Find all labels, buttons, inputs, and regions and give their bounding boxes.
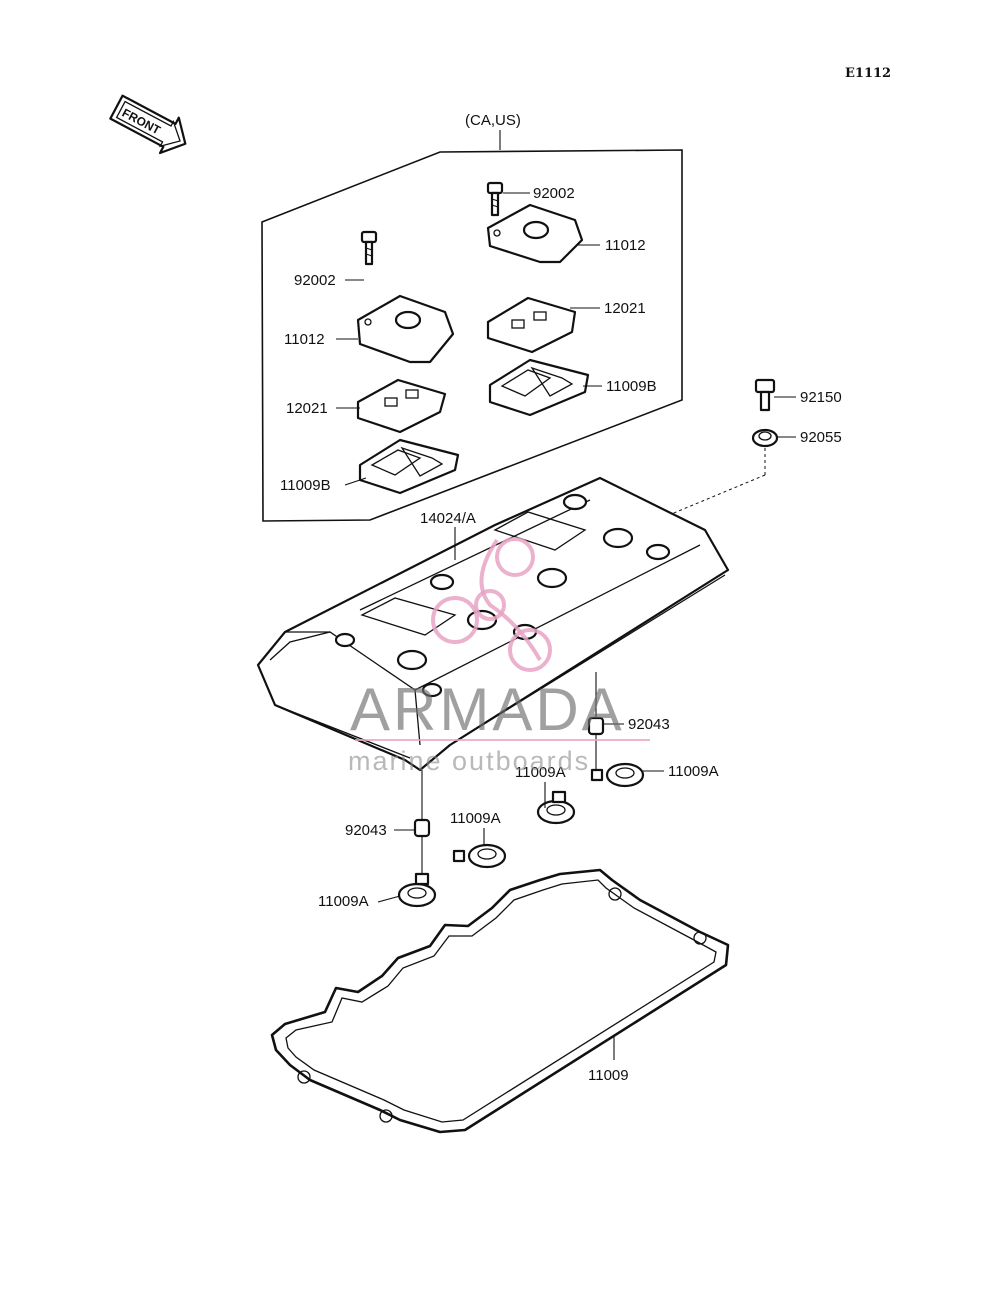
callout-92055: 92055 (800, 429, 842, 446)
watermark-brand: ARMADA (350, 676, 625, 743)
breather-cover-11012-left (356, 294, 455, 364)
washer-11009a-left (397, 872, 437, 908)
callout-92043-left: 92043 (345, 822, 387, 839)
callout-11009b-left: 11009B (280, 477, 331, 494)
callout-14024: 14024/A (420, 510, 476, 527)
gasket-11009b-right (488, 358, 590, 417)
callout-92150: 92150 (800, 389, 842, 406)
bolt-92150 (754, 378, 776, 412)
callout-12021-right: 12021 (604, 300, 646, 317)
callout-11009a-right: 11009A (668, 763, 719, 780)
callout-11009: 11009 (588, 1067, 629, 1084)
watermark-tagline: marine outboards (348, 746, 590, 776)
watermark-logo-icon (431, 537, 552, 672)
group-label: (CA,US) (465, 112, 521, 129)
callout-92043-right: 92043 (628, 716, 670, 733)
callout-11009a-lower: 11009A (450, 810, 501, 827)
front-arrow-icon: FRONT (109, 94, 187, 155)
grommet-92043-left (413, 818, 431, 838)
callout-92002-left: 92002 (294, 272, 336, 289)
washer-11009a-right (590, 762, 645, 788)
gasket-12021-right (486, 296, 577, 354)
washer-92055 (751, 428, 779, 448)
leader-11009b-left (344, 477, 367, 486)
group-box (261, 149, 683, 522)
reference-code: E1112 (845, 66, 891, 81)
washer-11009a-center (536, 790, 576, 825)
callout-92002-right: 92002 (533, 185, 575, 202)
callout-12021-left: 12021 (286, 400, 328, 417)
callout-11012-left: 11012 (284, 331, 325, 348)
callout-11012-right: 11012 (605, 237, 646, 254)
cylinder-head-cover-14024 (256, 476, 730, 772)
gasket-12021-left (356, 378, 447, 434)
gasket-11009b-left (358, 438, 460, 495)
head-cover-gasket-11009 (270, 868, 730, 1134)
callout-11009a-left: 11009A (318, 893, 369, 910)
callout-11009b-right: 11009B (606, 378, 657, 395)
washer-11009a-lower (452, 843, 507, 869)
leader-11009a-left (377, 895, 401, 903)
breather-cover-11012-right (486, 203, 584, 264)
bolt-92002-left (360, 230, 378, 266)
bolt-92002-right (486, 181, 504, 217)
callout-11009a-center: 11009A (515, 764, 566, 781)
